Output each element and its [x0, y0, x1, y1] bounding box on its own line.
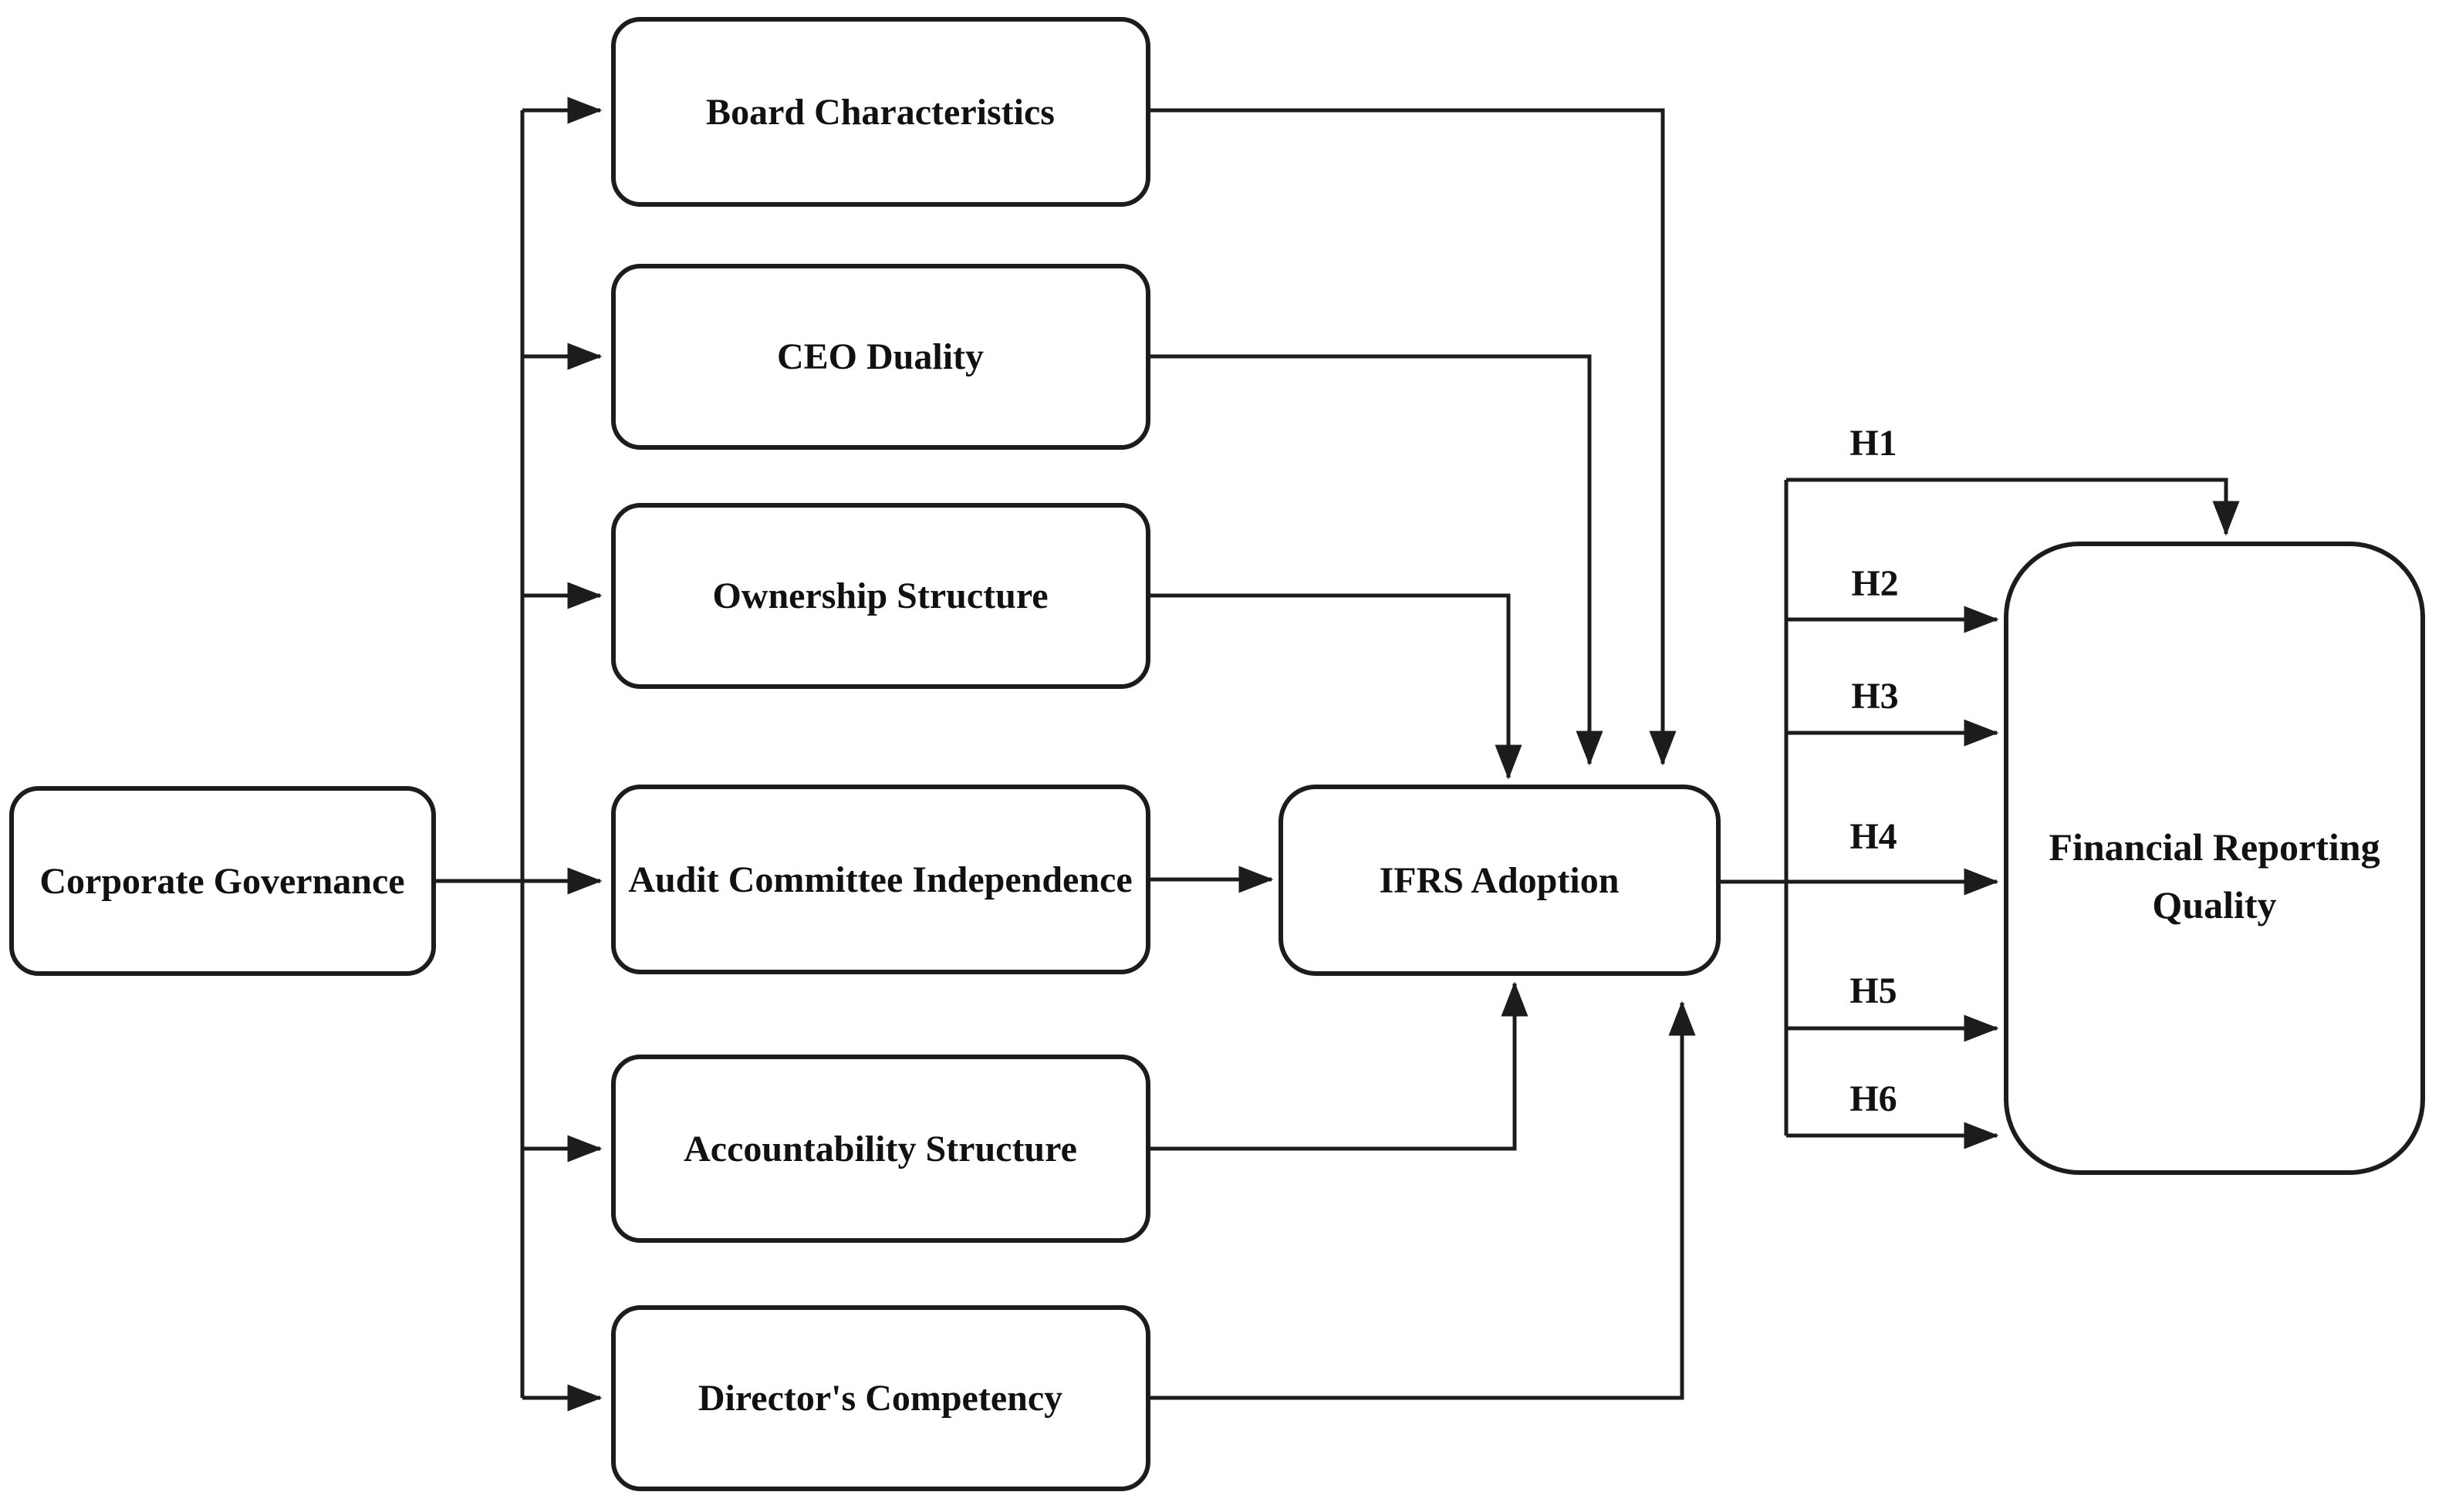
edge-directors-competency-to-ifrs — [1148, 1001, 1696, 1400]
node-accountability-structure: Accountability Structure — [611, 1055, 1150, 1243]
ownership-structure-box — [611, 503, 1150, 689]
edge-accountability-structure-to-ifrs — [1148, 981, 1529, 1151]
node-ownership-structure: Ownership Structure — [611, 503, 1150, 689]
directors-competency-label: Director's Competency — [698, 1378, 1062, 1419]
board-characteristics-box — [611, 17, 1150, 207]
ownership-structure-label: Ownership Structure — [712, 575, 1048, 616]
hypothesis-label-h2: H2 — [1851, 563, 1898, 604]
edge-h1-to-frq — [1786, 478, 2240, 536]
edge-ceo-duality-to-ifrs — [1148, 354, 1603, 766]
node-corporate-governance: Corporate Governance — [9, 786, 436, 976]
node-ceo-duality: CEO Duality — [611, 264, 1150, 450]
edge-ownership-structure-to-ifrs — [1148, 593, 1522, 780]
financial-reporting-quality-box — [2004, 542, 2425, 1175]
ceo-duality-label: CEO Duality — [777, 336, 984, 377]
ceo-duality-box — [611, 264, 1150, 450]
hypothesis-label-h6: H6 — [1849, 1078, 1897, 1119]
hypothesis-label-h3: H3 — [1851, 676, 1898, 717]
node-financial-reporting-quality: Financial Reporting Quality — [2004, 542, 2425, 1175]
financial-reporting-quality-label-line1: Financial Reporting — [2049, 825, 2380, 869]
node-board-characteristics: Board Characteristics — [611, 17, 1150, 207]
audit-committee-independence-box — [611, 785, 1150, 974]
hypothesis-label-h5: H5 — [1849, 970, 1897, 1011]
node-ifrs-adoption: IFRS Adoption — [1279, 785, 1721, 976]
node-audit-committee-independence: Audit Committee Independence — [611, 785, 1150, 974]
directors-competency-box — [611, 1305, 1150, 1491]
ifrs-adoption-box — [1279, 785, 1721, 976]
financial-reporting-quality-label-line2: Quality — [2152, 883, 2276, 926]
board-characteristics-label: Board Characteristics — [706, 92, 1055, 133]
hypothesis-label-h1: H1 — [1849, 423, 1897, 464]
corporate-governance-box — [9, 786, 436, 976]
corporate-governance-label: Corporate Governance — [39, 861, 404, 902]
node-directors-competency: Director's Competency — [611, 1305, 1150, 1491]
accountability-structure-box — [611, 1055, 1150, 1243]
accountability-structure-label: Accountability Structure — [684, 1129, 1077, 1169]
hypothesis-label-h4: H4 — [1849, 816, 1897, 857]
audit-committee-independence-label: Audit Committee Independence — [628, 859, 1132, 900]
edge-board-characteristics-to-ifrs — [1148, 108, 1677, 766]
ifrs-adoption-label: IFRS Adoption — [1380, 860, 1620, 901]
